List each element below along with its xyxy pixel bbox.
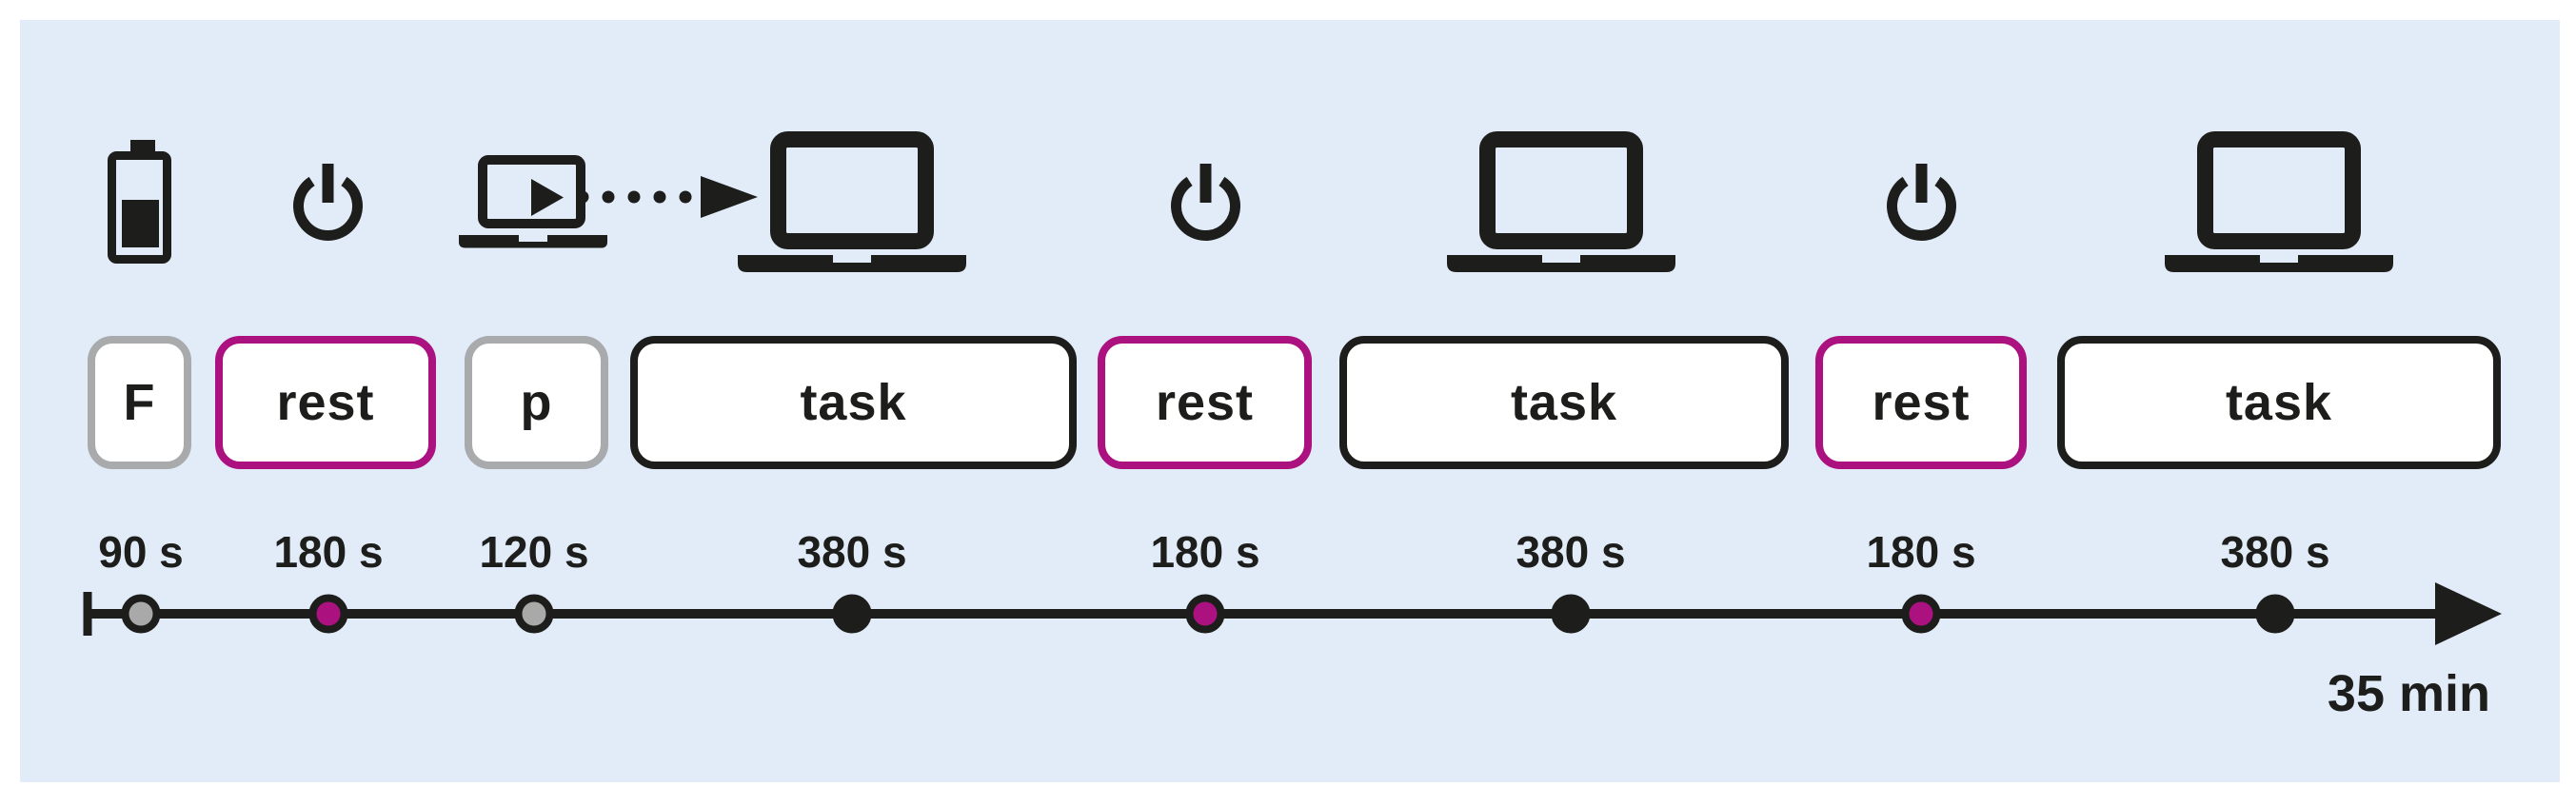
box-label: F [123,374,156,431]
sequence-box-task: task [1339,336,1789,469]
sequence-box-p: p [465,336,608,469]
timeline-dot [514,594,554,634]
timeline-dot [121,594,161,634]
box-label: rest [276,374,375,431]
sequence-box-task: task [2057,336,2501,469]
timeline-dot [1185,594,1225,634]
duration-label: 120 s [479,527,589,577]
duration-label: 380 s [797,527,907,577]
sequence-box-task: task [630,336,1077,469]
box-label: p [520,374,553,431]
box-label: rest [1155,374,1255,431]
timeline-dot [308,594,348,634]
power-icon [1886,164,1956,241]
timeline-dot [1901,594,1941,634]
laptop-icon [738,131,966,272]
battery-icon [108,140,171,264]
box-label: task [800,374,907,431]
sequence-box-F: F [88,336,191,469]
total-duration-label: 35 min [2327,665,2490,722]
duration-label: 180 s [1150,527,1260,577]
sequence-box-rest: rest [1098,336,1312,469]
timeline-dot [832,594,872,634]
laptop-icon [2165,131,2393,272]
timeline-dot [2255,594,2295,634]
duration-label: 180 s [1866,527,1976,577]
timeline-arrowhead-icon [2435,582,2502,645]
duration-label: 380 s [1516,527,1626,577]
duration-label: 90 s [98,527,184,577]
laptop-icon [1447,131,1675,272]
box-label: task [2225,374,2333,431]
box-label: task [1510,374,1618,431]
sequence-box-rest: rest [215,336,436,469]
duration-label: 380 s [2220,527,2330,577]
duration-label: 180 s [273,527,384,577]
box-label: rest [1872,374,1971,431]
power-icon [1170,164,1240,241]
sequence-box-rest: rest [1815,336,2027,469]
dotted-arrow-icon [571,168,762,226]
power-icon [292,164,363,241]
timeline-dot [1551,594,1591,634]
